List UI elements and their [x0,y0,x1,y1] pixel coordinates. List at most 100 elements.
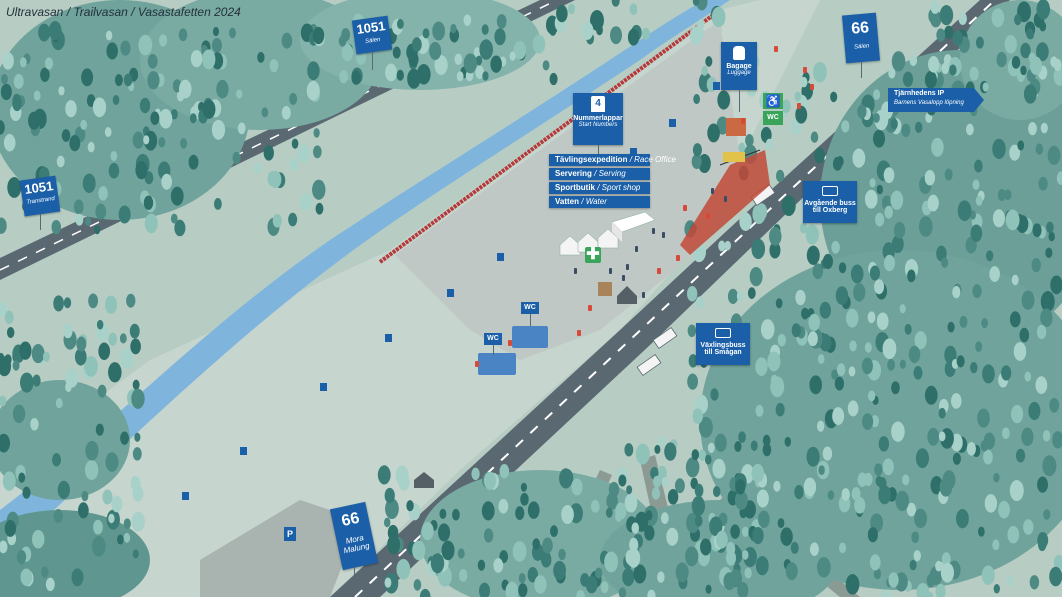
tree [714,433,727,452]
service-en: Serving [598,169,626,178]
tree [520,492,529,506]
tree [87,141,95,153]
parking-sign: P [284,527,296,541]
wc-sign-1: WC [521,302,539,314]
tree [98,342,111,361]
tree [216,79,229,99]
tree [281,32,293,49]
tree [835,286,849,305]
tree [848,366,856,377]
tree [941,257,949,268]
tree [876,184,884,195]
tree [512,541,527,562]
service-race-office: Tävlingsexpedition / Race Office [549,154,676,166]
tree [45,577,55,592]
tree [108,513,115,524]
tree [1007,525,1020,544]
tree [65,382,72,393]
tree [758,510,770,529]
tree [735,479,746,495]
tree [645,510,653,521]
tree [902,71,914,87]
tree [1014,14,1022,26]
tree [110,151,118,162]
tree [996,51,1007,68]
tree [914,331,927,350]
tree [888,67,896,79]
tree [864,342,872,353]
tree [84,459,99,481]
tree [1026,28,1034,40]
departing-bus-line1: Avgående buss [804,200,856,207]
tree [1015,448,1026,463]
tree [1047,145,1061,165]
tree [924,169,936,186]
tree [86,94,96,107]
arena-direction-sign: Tjärnhedens IP Barnens Vasalopp löpning [888,88,984,112]
bus-icon [822,186,838,196]
tree [143,195,154,210]
tree [456,71,464,82]
tree [674,478,685,494]
tree [930,476,943,495]
tree [1036,0,1051,20]
tree [1006,575,1014,587]
arrow-right-icon [888,88,984,112]
tree [765,138,774,150]
tree [532,538,541,550]
tree [914,508,928,529]
tree [972,179,980,190]
tree [956,509,969,529]
service-separator: / [591,169,599,178]
tree [458,568,468,582]
tree [416,63,431,85]
tree [981,565,995,586]
km-marker [497,253,504,261]
tree [28,111,41,130]
tree [741,526,749,538]
tree [1021,427,1034,446]
tree [618,587,627,597]
tree [997,188,1006,202]
tree [1040,122,1048,134]
tree [812,263,824,280]
tree [19,341,32,360]
tree [518,572,526,584]
tree [633,564,647,584]
tree [926,591,934,597]
tree [383,517,391,528]
service-water: Vatten / Water [549,196,650,208]
tree [981,318,989,329]
tree [454,53,463,65]
tree [777,333,786,347]
tree [31,529,45,549]
departing-bus-line2: till Oxberg [812,207,848,214]
tree [190,50,203,68]
tree [965,123,974,136]
tree [615,502,627,520]
tree [132,549,139,559]
tree [1001,427,1010,440]
tree [483,471,497,490]
tree [51,219,62,235]
tree [387,535,401,555]
tree [949,64,957,76]
tree [499,550,509,564]
road-number: 66 [850,19,870,38]
tree [1053,554,1062,571]
service-sport-shop: Sportbutik / Sport shop [549,182,650,194]
tree [940,562,954,583]
tree [693,94,701,105]
tree [991,8,1005,28]
tree [134,432,141,442]
tree [479,39,494,60]
tree [505,581,519,597]
tree [952,286,961,299]
tree [385,498,399,520]
km-marker [669,119,676,127]
tree [498,498,509,514]
tree [816,420,825,432]
tree [289,92,298,105]
tree [752,526,764,545]
tree [947,321,955,333]
